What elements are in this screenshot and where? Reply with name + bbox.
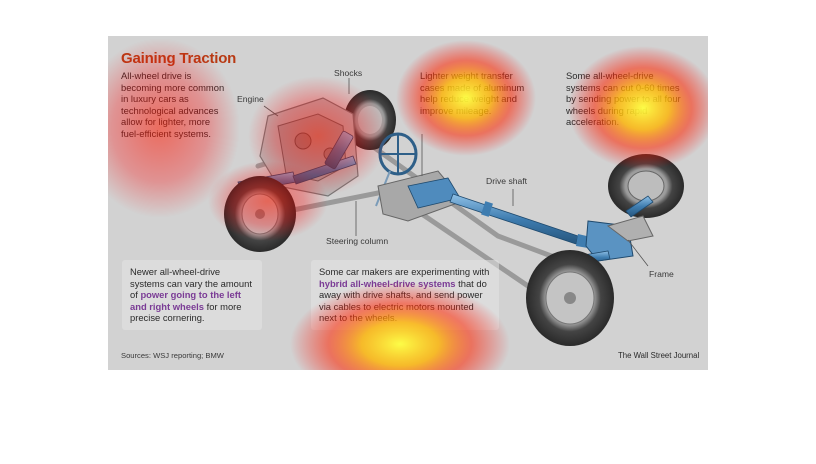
vary-power-text-end: for more precise cornering. xyxy=(130,300,242,324)
transfer-case xyxy=(377,170,464,222)
callout-vary-power: Newer all-wheel-drive systems can vary t… xyxy=(122,260,262,330)
rear-differential xyxy=(585,215,654,262)
sources-text: Sources: WSJ reporting; BMW xyxy=(121,351,224,360)
callout-transfer-cases: Lighter weight transfer cases made of al… xyxy=(420,70,525,116)
hybrid-text-start: Some car makers are experimenting with xyxy=(319,266,490,277)
label-drive-shaft: Drive shaft xyxy=(486,176,528,186)
publication-credit: The Wall Street Journal xyxy=(618,351,700,360)
rear-left-wheel xyxy=(608,154,684,218)
infographic-title: Gaining Traction xyxy=(121,50,237,67)
rear-right-wheel xyxy=(526,250,614,346)
intro-text: All-wheel drive is becoming more common … xyxy=(121,70,225,139)
front-right-wheel xyxy=(224,176,296,252)
label-engine: Engine xyxy=(237,94,264,104)
vary-power-highlight: power going to the left and right wheels xyxy=(130,289,241,312)
hybrid-highlight: hybrid all-wheel-drive systems xyxy=(319,277,456,289)
label-frame: Frame xyxy=(649,269,674,279)
infographic: Gaining Traction All-wheel drive is beco… xyxy=(108,36,708,370)
drive-shaft-art xyxy=(449,193,608,251)
label-shocks: Shocks xyxy=(334,68,363,78)
label-steering-column: Steering column xyxy=(326,236,389,246)
callout-hybrid: Some car makers are experimenting with h… xyxy=(311,260,499,330)
callout-acceleration: Some all-wheel-drive systems can cut 0-6… xyxy=(566,70,681,128)
vary-power-text-start: Newer all-wheel-drive systems can vary t… xyxy=(130,266,252,301)
